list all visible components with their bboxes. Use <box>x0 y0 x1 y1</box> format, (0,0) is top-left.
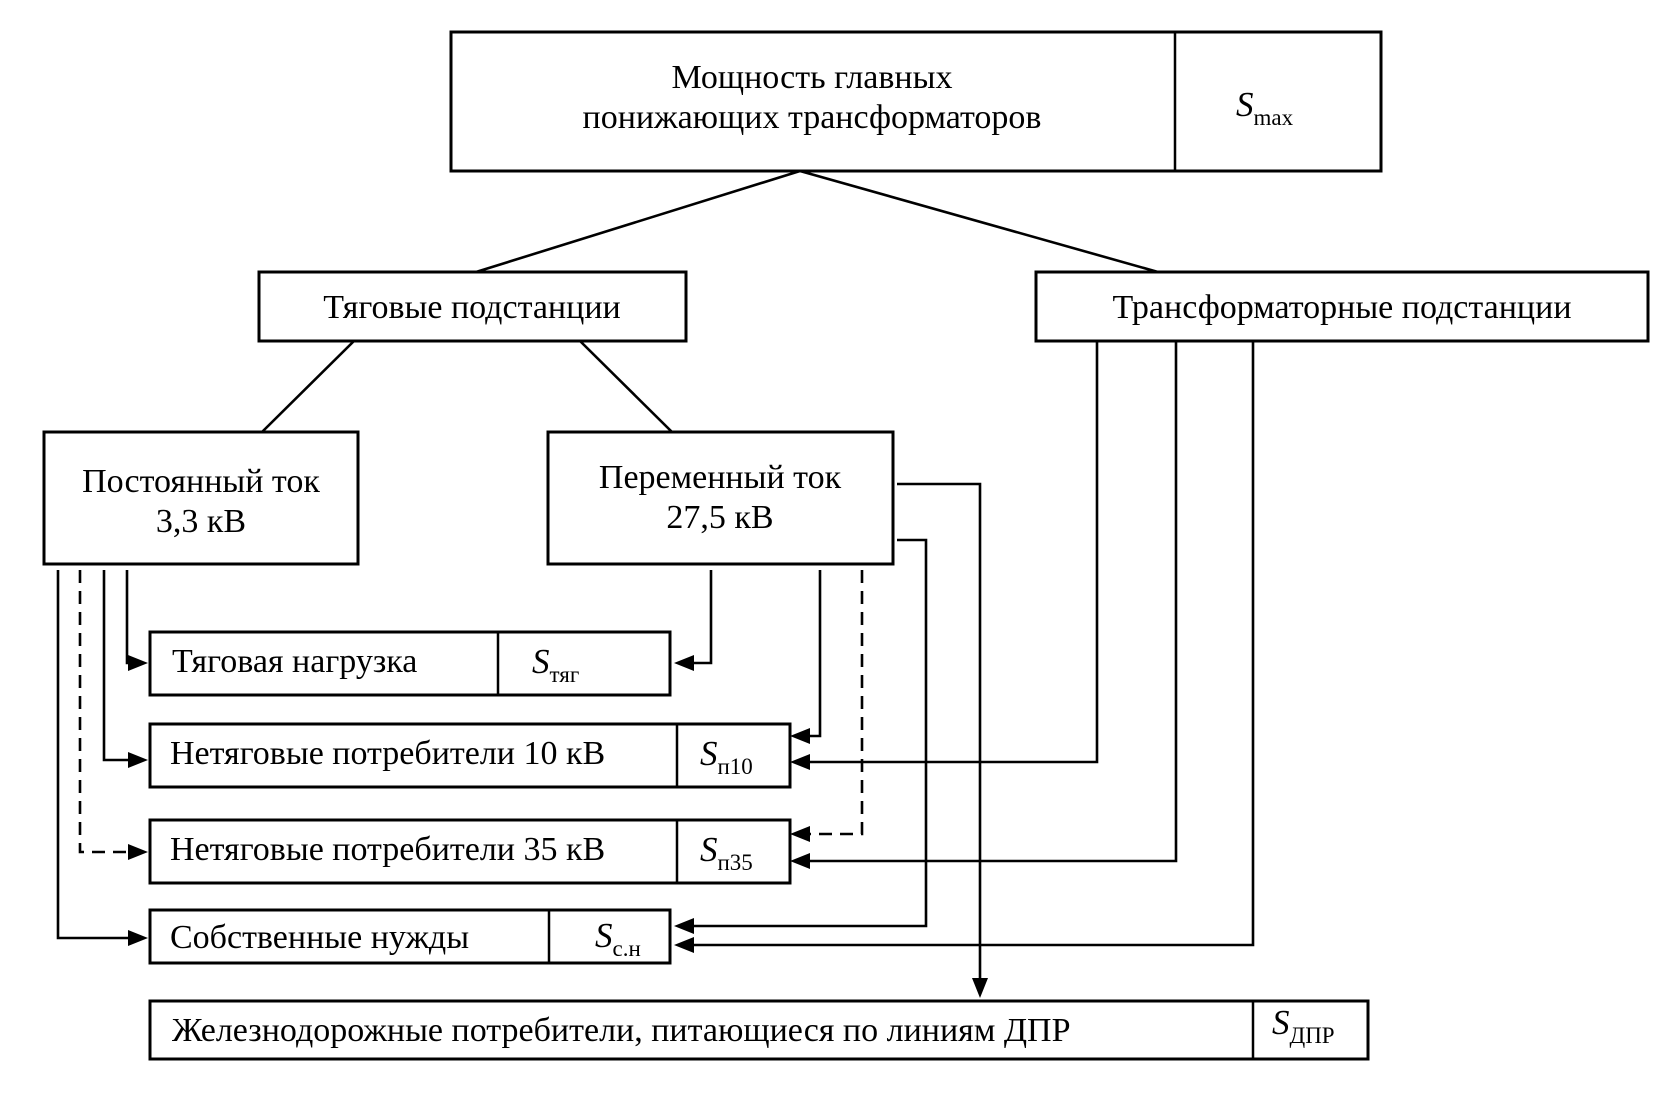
ac-label-line-1: Переменный ток <box>599 459 842 496</box>
dc-box: Постоянный ток 3,3 кВ <box>42 430 360 566</box>
edge-main-to-traction <box>475 169 801 274</box>
arrowhead <box>674 937 694 953</box>
nontraction-10-box: Нетяговые потребители 10 кВ Sп10 <box>148 722 792 789</box>
arrowhead <box>790 826 810 842</box>
edge-dc-to-traction-load <box>125 570 140 665</box>
nontraction-35-label: Нетяговые потребители 35 кВ <box>170 831 605 868</box>
edge-traction-to-ac <box>577 338 673 433</box>
edge-transformer-to-nontraction-10 <box>805 341 1099 764</box>
main-title-line-1: Мощность главных <box>672 59 953 96</box>
own-needs-box: Собственные нужды Sс.н <box>148 908 672 965</box>
edge-dc-to-nontraction-10 <box>102 570 133 762</box>
edge-ac-to-own-needs <box>690 538 928 928</box>
arrowheads <box>128 655 988 998</box>
edge-ac-to-traction-load <box>690 570 713 665</box>
traction-substations-box: Тяговые подстанции <box>257 270 688 343</box>
edge-ac-to-railway-consumers <box>897 482 982 984</box>
own-needs-symbol: Sс.н <box>595 916 641 961</box>
own-needs-label: Собственные нужды <box>170 919 469 956</box>
arrowhead <box>128 655 148 671</box>
nontraction-10-symbol: Sп10 <box>700 734 753 779</box>
traction-load-label: Тяговая нагрузка <box>172 643 417 680</box>
edge-transformer-to-own-needs <box>690 341 1255 947</box>
nontraction-35-symbol: Sп35 <box>700 830 753 875</box>
connectors <box>56 169 1255 984</box>
ac-box: Переменный ток 27,5 кВ <box>546 430 895 566</box>
dc-label-line-1: Постоянный ток <box>82 463 320 500</box>
arrowhead <box>674 918 694 934</box>
arrowhead <box>128 752 148 768</box>
arrowhead <box>972 978 988 998</box>
railway-consumers-label: Железнодорожные потребители, питающиеся … <box>172 1012 1071 1049</box>
edge-ac-to-nontraction-10 <box>805 570 822 738</box>
main-title-line-2: понижающих трансформаторов <box>583 99 1042 136</box>
ac-label-line-2: 27,5 кВ <box>666 499 773 536</box>
nontraction-10-label: Нетяговые потребители 10 кВ <box>170 735 605 772</box>
arrowhead <box>790 754 810 770</box>
arrowhead <box>790 853 810 869</box>
transformer-substations-box: Трансформаторные подстанции <box>1034 270 1650 343</box>
edge-ac-to-nontraction-35 <box>805 570 864 836</box>
railway-consumers-box: Железнодорожные потребители, питающиеся … <box>148 999 1370 1061</box>
edge-main-to-transformer <box>799 169 1159 274</box>
arrowhead <box>128 844 148 860</box>
arrowhead <box>128 930 148 946</box>
main-symbol: Smax <box>1236 85 1294 130</box>
transformer-substations-label: Трансформаторные подстанции <box>1112 289 1571 326</box>
traction-load-symbol: Sтяг <box>532 642 579 687</box>
edge-transformer-to-nontraction-35 <box>805 341 1178 863</box>
arrowhead <box>790 728 810 744</box>
traction-substations-label: Тяговые подстанции <box>323 289 620 326</box>
edge-dc-to-nontraction-35 <box>78 570 133 854</box>
edge-traction-to-dc <box>261 338 357 433</box>
traction-load-box: Тяговая нагрузка Sтяг <box>148 630 672 697</box>
edge-dc-to-own-needs <box>56 570 133 940</box>
main-transformers-box: Мощность главных понижающих трансформато… <box>449 30 1383 173</box>
dc-label-line-2: 3,3 кВ <box>156 503 246 540</box>
arrowhead <box>674 655 694 671</box>
railway-consumers-symbol: SДПР <box>1272 1003 1335 1048</box>
nontraction-35-box: Нетяговые потребители 35 кВ Sп35 <box>148 818 792 885</box>
